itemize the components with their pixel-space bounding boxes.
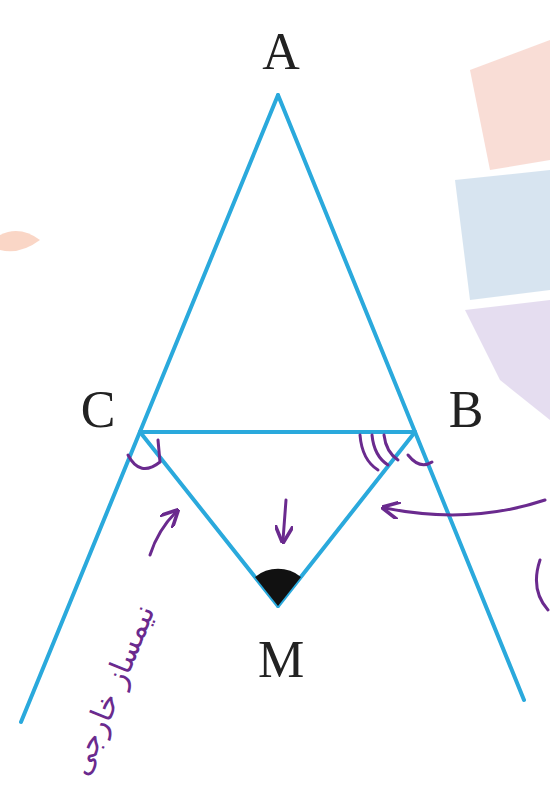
point-label: B <box>449 384 484 436</box>
point-label: C <box>81 384 116 436</box>
background-decoration <box>0 40 550 420</box>
point-label: A <box>262 26 300 78</box>
geometry-lines <box>21 95 524 722</box>
handwritten-note: نیمساز خارجی <box>64 601 159 780</box>
handwritten-marks <box>128 435 548 610</box>
angle-mark-m <box>255 569 301 606</box>
point-label: M <box>258 634 304 686</box>
